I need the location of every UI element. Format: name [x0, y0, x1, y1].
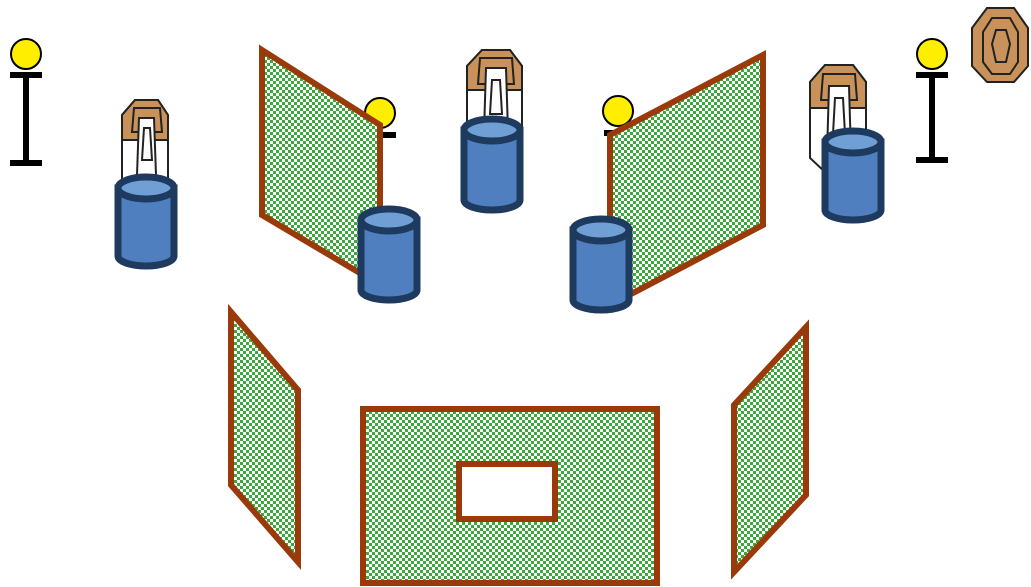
wall-lower-left [228, 303, 301, 571]
barrel-icon [569, 215, 633, 314]
paper-target-icon [121, 99, 169, 197]
wall-shooting-box [360, 406, 660, 586]
wall-lower-right [731, 319, 809, 580]
shooting-port [456, 461, 558, 522]
popper-icon [916, 38, 948, 163]
paper-target-icon [971, 7, 1029, 83]
barrel-icon [460, 115, 524, 214]
barrel-icon [357, 205, 421, 304]
barrel-icon [114, 173, 178, 270]
popper-icon [10, 38, 42, 166]
barrel-icon [821, 127, 885, 224]
wall-upper-right [607, 50, 766, 310]
